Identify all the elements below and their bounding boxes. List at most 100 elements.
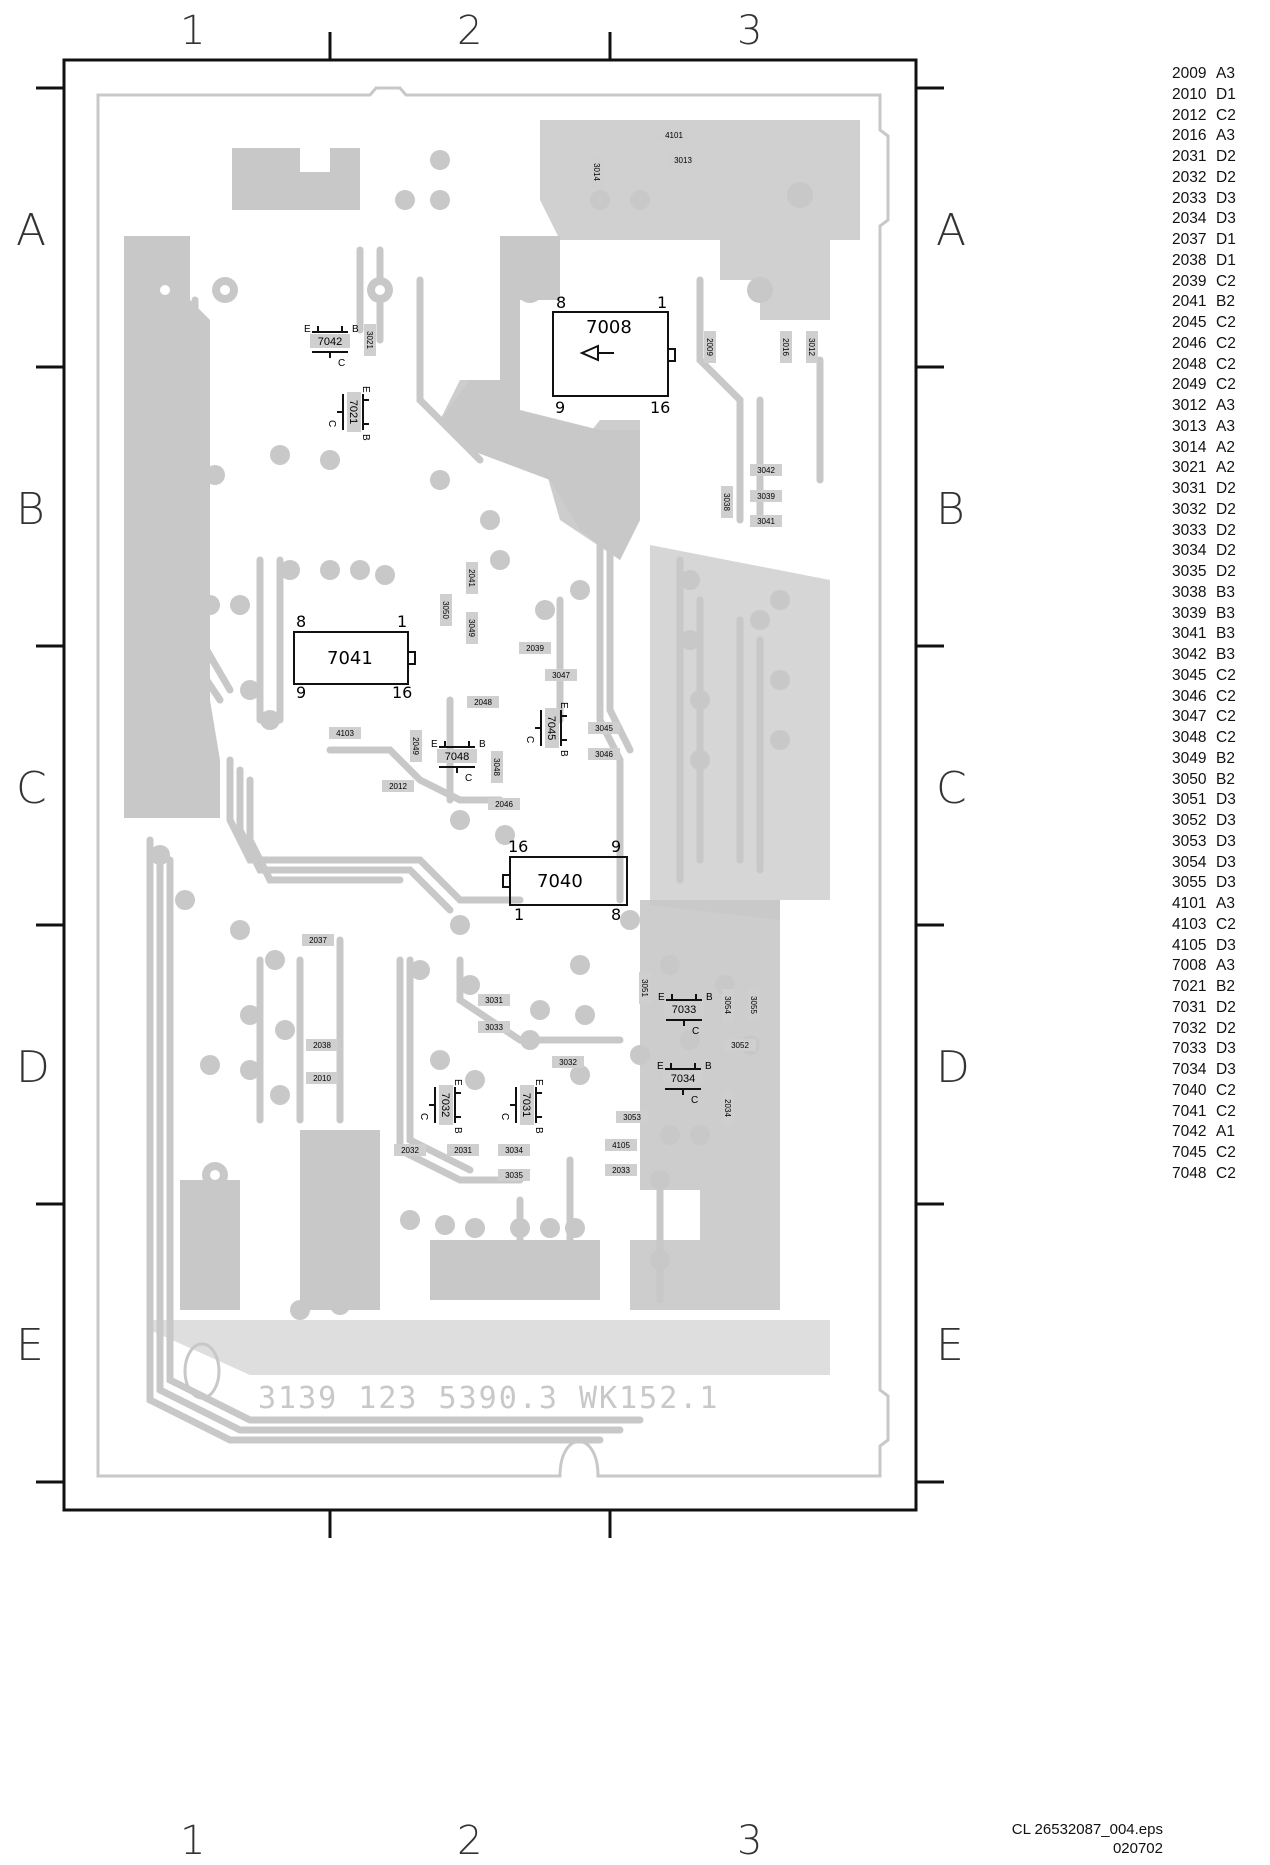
legend-ref: 7048 bbox=[1172, 1164, 1207, 1182]
legend-row: 2049 C2 bbox=[1172, 375, 1236, 396]
legend-location: A3 bbox=[1216, 65, 1235, 82]
legend-location: D1 bbox=[1216, 251, 1236, 269]
grid-row-D-right: D bbox=[936, 1042, 970, 1093]
emitter-label: E bbox=[431, 739, 438, 750]
component-ref-label: 2032 bbox=[401, 1146, 419, 1155]
component-2010: 2010 bbox=[306, 1072, 338, 1084]
base-label: B bbox=[533, 1127, 544, 1134]
legend-ref: 3052 bbox=[1172, 812, 1207, 829]
legend-ref: 7032 bbox=[1172, 1019, 1207, 1037]
figure-footer: CL 26532087_004.eps 020702 bbox=[1012, 1820, 1163, 1858]
legend-location: B3 bbox=[1216, 583, 1235, 601]
legend-location: C2 bbox=[1216, 334, 1236, 352]
component-ref-label: 2048 bbox=[474, 698, 492, 707]
legend-location: B3 bbox=[1216, 646, 1235, 663]
component-2016: 2016 bbox=[780, 331, 792, 363]
collector-label: C bbox=[499, 1113, 510, 1120]
legend-location: C2 bbox=[1216, 915, 1236, 933]
transistor-ref-label: 7045 bbox=[545, 716, 557, 740]
legend-ref: 3035 bbox=[1172, 563, 1207, 580]
component-3031: 3031 bbox=[478, 994, 510, 1006]
legend-ref: 4101 bbox=[1172, 895, 1207, 912]
base-label: B bbox=[452, 1127, 463, 1134]
base-label: B bbox=[360, 434, 371, 441]
legend-ref: 2016 bbox=[1172, 127, 1207, 145]
base-label: B bbox=[705, 1061, 712, 1072]
legend-ref: 2049 bbox=[1172, 376, 1207, 394]
component-4103: 4103 bbox=[329, 727, 361, 739]
legend-ref: 3031 bbox=[1172, 480, 1207, 497]
legend-location: C2 bbox=[1216, 666, 1236, 684]
emitter-label: E bbox=[452, 1079, 463, 1086]
component-2041: 2041 bbox=[466, 562, 478, 594]
legend-ref: 7040 bbox=[1172, 1081, 1207, 1099]
grid-row-C-right: C bbox=[936, 763, 967, 814]
emitter-label: E bbox=[360, 386, 371, 393]
grid-col-1-top: 1 bbox=[180, 8, 206, 54]
legend-location: D2 bbox=[1216, 1019, 1236, 1037]
component-ref-label: 3045 bbox=[595, 724, 613, 733]
collector-label: C bbox=[465, 773, 472, 784]
board-outline bbox=[96, 86, 890, 1478]
legend-location: A2 bbox=[1216, 459, 1235, 477]
component-2048: 2048 bbox=[467, 696, 499, 708]
component-ref-label: 2009 bbox=[705, 338, 714, 356]
board-silkscreen-number: 3139 123 5390.3 WK152.1 bbox=[258, 1381, 719, 1416]
legend-ref: 2032 bbox=[1172, 168, 1207, 186]
component-3033: 3033 bbox=[478, 1021, 510, 1033]
legend-location: A2 bbox=[1216, 438, 1235, 456]
legend-ref: 2034 bbox=[1172, 210, 1207, 228]
component-4101: 4101 bbox=[658, 129, 690, 141]
emitter-label: E bbox=[304, 324, 311, 335]
legend-location: D2 bbox=[1216, 998, 1236, 1016]
component-3032: 3032 bbox=[552, 1056, 584, 1068]
component-ref-label: 4105 bbox=[612, 1141, 630, 1150]
legend-ref: 3049 bbox=[1172, 749, 1207, 767]
emitter-label: E bbox=[558, 702, 569, 709]
svg-text:8: 8 bbox=[611, 905, 621, 924]
component-2034: 2034 bbox=[722, 1092, 734, 1124]
legend-location: C2 bbox=[1216, 376, 1236, 394]
component-2037: 2037 bbox=[302, 934, 334, 946]
component-ref-label: 3047 bbox=[552, 671, 570, 680]
svg-text:1: 1 bbox=[657, 293, 667, 312]
legend-ref: 3039 bbox=[1172, 604, 1207, 622]
legend-ref: 7021 bbox=[1172, 978, 1207, 995]
legend-location: D2 bbox=[1216, 168, 1236, 186]
component-3014: 3014 bbox=[591, 156, 603, 188]
legend-location: C2 bbox=[1216, 1081, 1236, 1099]
component-ref-label: 2012 bbox=[389, 782, 407, 791]
component-4105: 4105 bbox=[605, 1139, 637, 1151]
component-ref-label: 2038 bbox=[313, 1041, 331, 1050]
legend-ref: 7033 bbox=[1172, 1040, 1207, 1058]
legend-ref: 7008 bbox=[1172, 957, 1207, 975]
emitter-label: E bbox=[533, 1079, 544, 1086]
base-label: B bbox=[479, 739, 486, 750]
legend-ref: 3054 bbox=[1172, 853, 1207, 871]
component-ref-label: 3046 bbox=[595, 750, 613, 759]
legend-ref: 2037 bbox=[1172, 231, 1207, 248]
legend-ref: 3021 bbox=[1172, 459, 1207, 477]
legend-ref: 3013 bbox=[1172, 417, 1207, 435]
legend-ref: 3048 bbox=[1172, 729, 1207, 746]
component-2038: 2038 bbox=[306, 1039, 338, 1051]
grid-col-3-top: 3 bbox=[737, 8, 763, 54]
component-ref-label: 2033 bbox=[612, 1166, 630, 1175]
legend-ref: 3042 bbox=[1172, 646, 1207, 663]
component-2032: 2032 bbox=[394, 1144, 426, 1156]
component-3047: 3047 bbox=[545, 669, 577, 681]
legend-ref: 2045 bbox=[1172, 314, 1207, 331]
